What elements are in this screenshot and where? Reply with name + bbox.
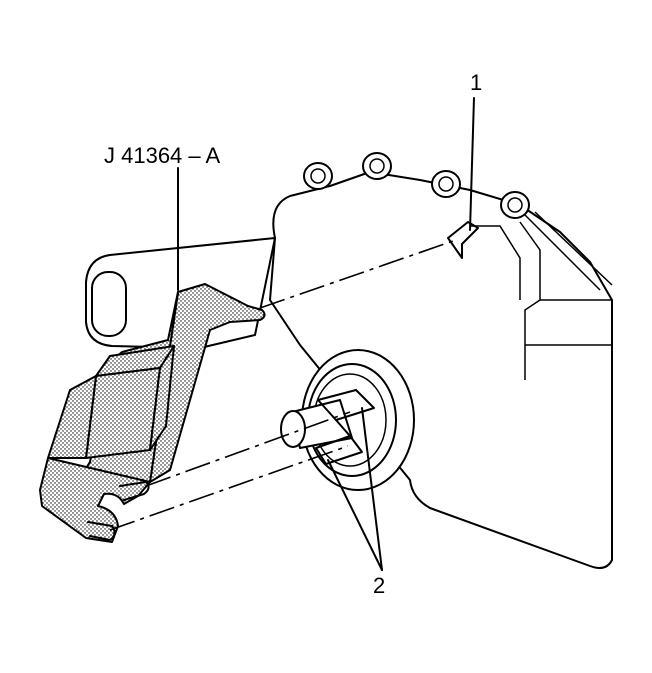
leader-line-2b — [361, 407, 383, 571]
leader-line-1 — [469, 97, 475, 231]
callout-1-label: 1 — [470, 70, 483, 95]
alignment-line — [259, 239, 457, 309]
bolt-boss — [500, 191, 530, 219]
bolt-boss — [431, 170, 461, 198]
alignment-tool — [39, 283, 266, 543]
bolt-boss — [362, 152, 392, 180]
manual-shaft-assembly — [280, 349, 415, 491]
transmission-case — [85, 152, 613, 569]
callout-2-label: 2 — [373, 573, 386, 598]
leader-line-2a — [327, 459, 383, 571]
alignment-line — [109, 445, 349, 531]
alignment-line — [145, 411, 351, 487]
bolt-boss — [303, 162, 333, 190]
tool-callout-label: J 41364 – A — [104, 143, 221, 168]
case-slot — [91, 271, 127, 337]
